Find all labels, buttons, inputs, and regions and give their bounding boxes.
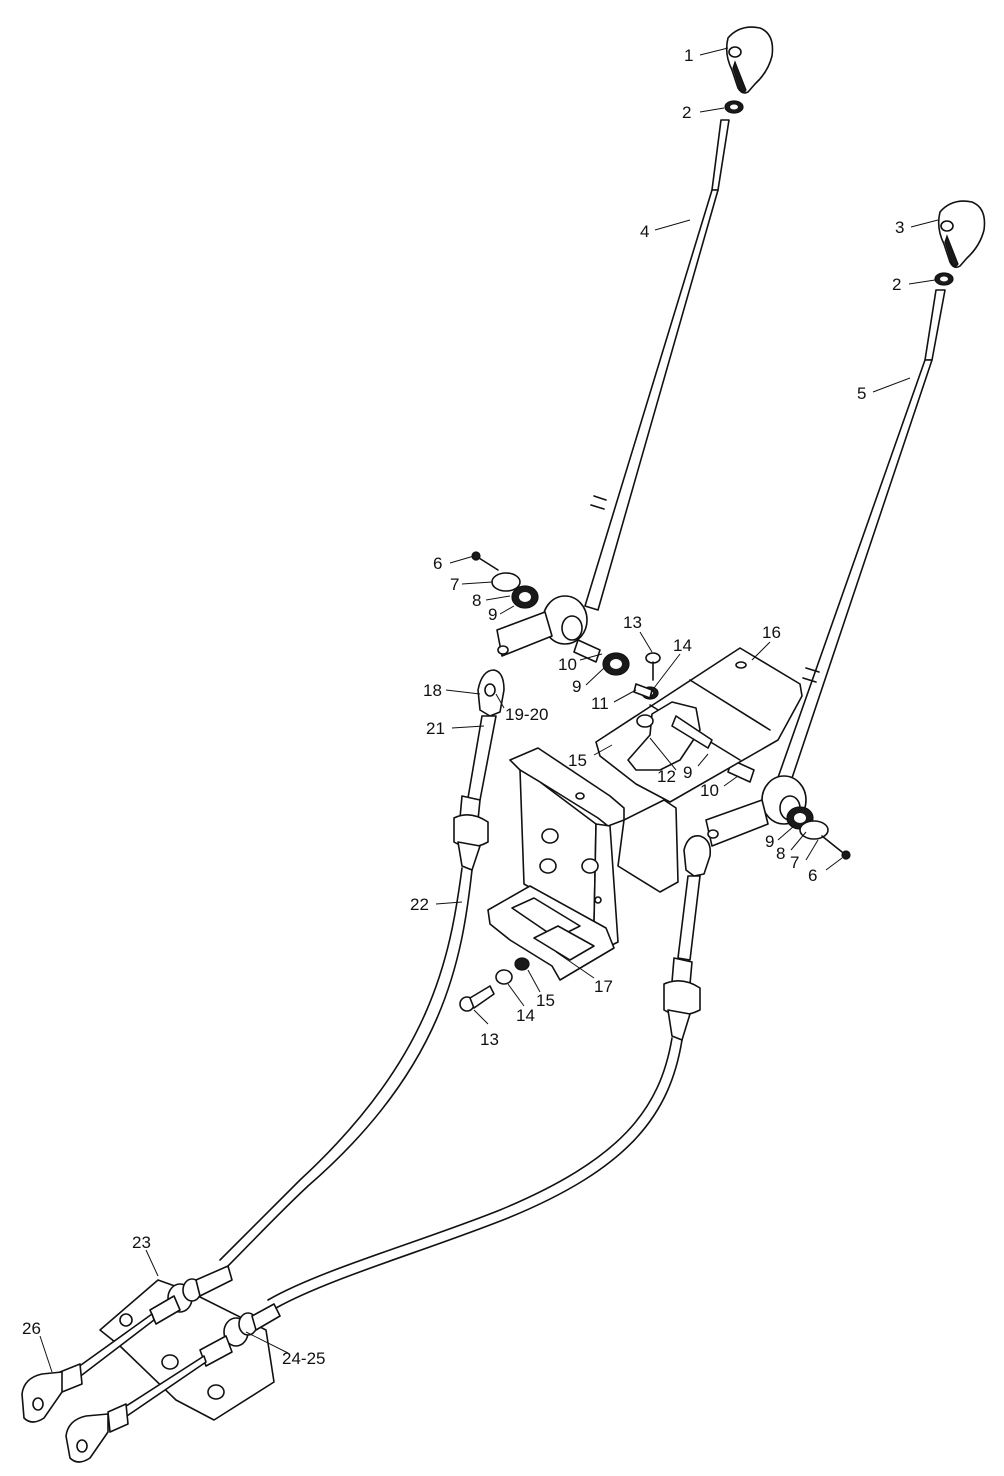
callout-5: 5 — [857, 384, 866, 403]
bolt-13-top — [645, 652, 661, 681]
callout-15-bottom: 15 — [536, 991, 555, 1010]
callout-18: 18 — [423, 681, 442, 700]
callout-12: 12 — [657, 767, 676, 786]
callout-26: 26 — [22, 1319, 41, 1338]
callout-4: 4 — [640, 222, 649, 241]
bushing-9-left-inner — [602, 652, 630, 676]
callout-14-bottom: 14 — [516, 1006, 535, 1025]
bolt-6-left — [471, 551, 499, 571]
lever-knob-right — [937, 200, 986, 269]
callout-10-right: 10 — [700, 781, 719, 800]
cable-nut-24-25-upper — [167, 1265, 233, 1313]
callout-7-right: 7 — [790, 853, 799, 872]
callout-22: 22 — [410, 895, 429, 914]
cable-right — [267, 1037, 683, 1309]
bolt-6-right — [821, 835, 851, 860]
callout-6-right: 6 — [808, 866, 817, 885]
lever-knob-left — [725, 26, 774, 94]
callout-9-left-inner: 9 — [572, 677, 581, 696]
callout-8-left: 8 — [472, 591, 481, 610]
callout-1: 1 — [684, 46, 693, 65]
washer-14-bottom — [495, 969, 513, 985]
clevis-right — [683, 834, 712, 877]
lock-washer-15-bottom — [514, 957, 530, 971]
rod-upper — [73, 1295, 181, 1379]
callout-19-20: 19-20 — [505, 705, 548, 724]
mount-bracket-17 — [487, 747, 679, 981]
washer-2-left — [724, 100, 744, 114]
callout-21: 21 — [426, 719, 445, 738]
cable-rod-right — [677, 875, 701, 961]
bushing-9-left-outer — [511, 585, 539, 609]
cable-rod-21 — [467, 715, 497, 801]
callout-23: 23 — [132, 1233, 151, 1252]
callout-11: 11 — [591, 694, 609, 713]
clevis-26-upper — [21, 1363, 83, 1423]
lever-rod-4 — [584, 119, 730, 611]
callout-labels: 1 2 3 2 4 5 6 7 8 9 10 9 11 13 14 15 12 … — [22, 46, 904, 1368]
callout-10-left: 10 — [558, 655, 577, 674]
cable-bracket-23 — [99, 1279, 275, 1421]
callout-13-top: 13 — [623, 613, 642, 632]
callout-14-top: 14 — [673, 636, 692, 655]
pivot-pin-10-left — [573, 639, 601, 663]
pivot-bracket-12 — [627, 701, 713, 771]
callout-17: 17 — [594, 977, 613, 996]
callout-3: 3 — [895, 218, 904, 237]
callout-9-right-outer: 9 — [765, 832, 774, 851]
washer-7-left — [491, 572, 521, 592]
lever-hub-left — [496, 595, 588, 657]
cable-nut-24-25-lower — [223, 1303, 281, 1347]
callout-2-left: 2 — [682, 103, 691, 122]
leader-lines — [39, 47, 939, 1373]
callout-24-25: 24-25 — [282, 1349, 325, 1368]
callout-7-left: 7 — [450, 575, 459, 594]
callout-6-left: 6 — [433, 554, 442, 573]
callout-9-left-outer: 9 — [488, 605, 497, 624]
callout-8-right: 8 — [776, 844, 785, 863]
washer-7-right — [799, 820, 829, 840]
callout-2-right: 2 — [892, 275, 901, 294]
washer-2-right — [934, 272, 954, 286]
clevis-26-lower — [65, 1403, 129, 1463]
callout-13-bottom: 13 — [480, 1030, 499, 1049]
bolt-13-bottom — [459, 985, 495, 1012]
callout-16: 16 — [762, 623, 781, 642]
lever-rod-5 — [774, 289, 946, 791]
clevis-18-left — [477, 669, 505, 717]
callout-9-right-inner: 9 — [683, 763, 692, 782]
cable-22-left — [219, 867, 473, 1267]
callout-15-top: 15 — [568, 751, 587, 770]
cable-end-fitting-left — [453, 795, 489, 871]
cable-end-fitting-right — [663, 957, 701, 1041]
bolt-11 — [633, 683, 653, 699]
